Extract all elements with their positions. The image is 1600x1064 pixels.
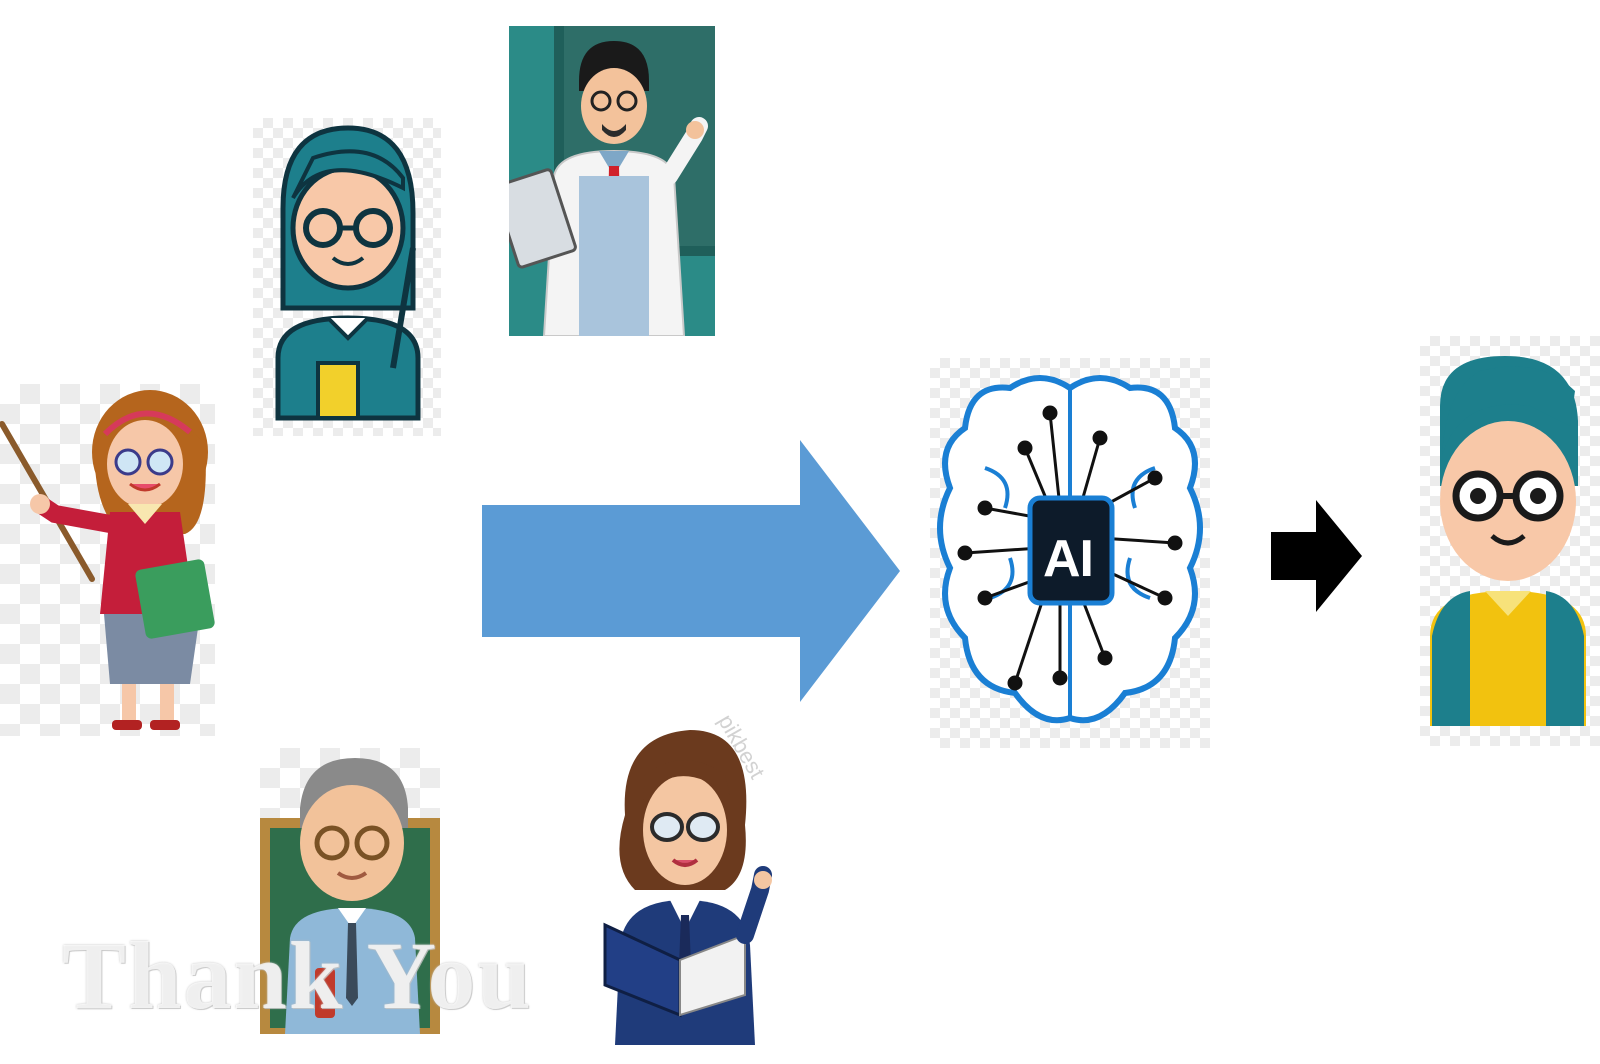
teacher-with-pointer-icon (0, 390, 215, 730)
teacher-with-book-illustration: pikbest (585, 710, 785, 1045)
teacher-lab-coat-illustration (509, 26, 715, 336)
student-illustration (1420, 336, 1600, 746)
teacher-chalkboard-icon (260, 758, 440, 1034)
teacher-chalkboard-illustration (260, 748, 440, 1034)
teacher-with-book-icon (603, 730, 772, 1045)
right-arrow-black-icon (1271, 500, 1362, 612)
teacher-teal-hair-illustration (253, 118, 441, 436)
flow-arrow-small (1271, 500, 1363, 612)
ai-chip-label: AI (1043, 530, 1094, 588)
ai-brain-illustration: AI (930, 358, 1210, 748)
ai-brain-icon (937, 375, 1203, 724)
teacher-lab-coat-icon (509, 26, 715, 336)
teacher-with-pointer-illustration (0, 384, 215, 736)
teacher-teal-hair-icon (275, 125, 421, 421)
flow-arrow-large (482, 440, 902, 702)
student-icon (1430, 356, 1586, 726)
right-arrow-icon (482, 440, 900, 702)
